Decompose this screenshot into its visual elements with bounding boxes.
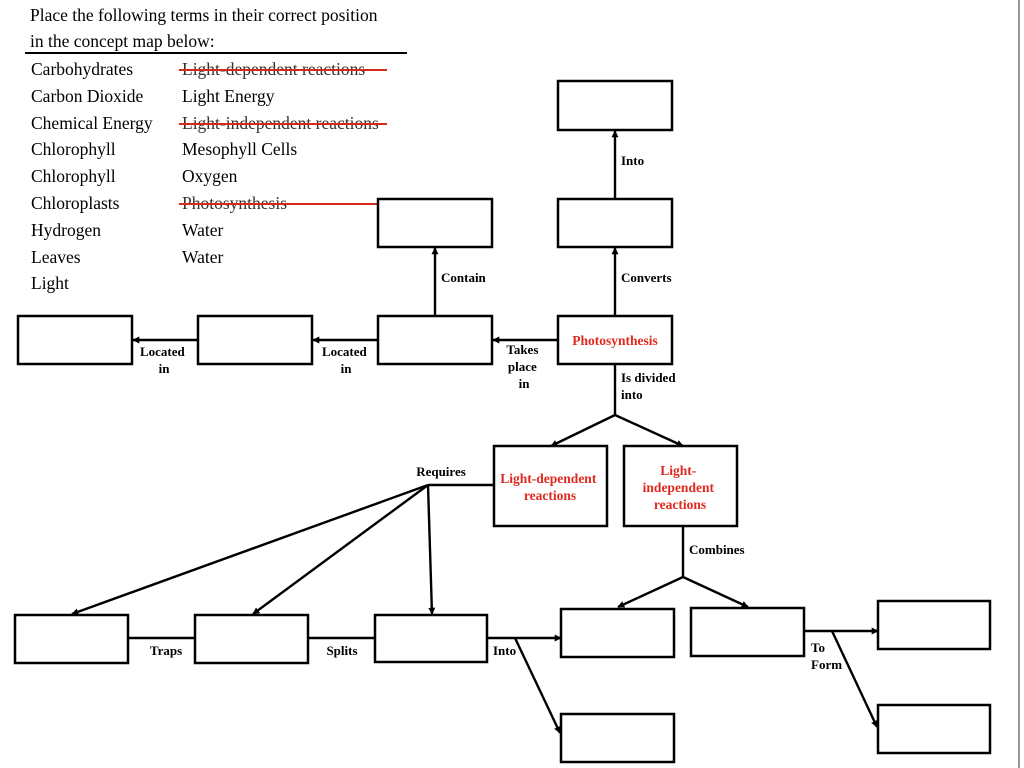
link-label-located-in-1: Located in	[322, 344, 370, 376]
instructions-line-1: Place the following terms in their corre…	[30, 5, 378, 25]
link-label-located-in-2: Located in	[140, 344, 188, 376]
concept-box-into-1[interactable]	[559, 607, 676, 659]
term-label: Carbohydrates	[31, 59, 134, 79]
term-item[interactable]: Light-dependent reactions	[179, 56, 387, 83]
link-label-combines: Combines	[689, 542, 745, 557]
arrow-to-light-dependent	[550, 413, 616, 448]
concept-box-photosynthesis	[556, 314, 674, 366]
term-item[interactable]: Chlorophyll	[31, 136, 153, 163]
concept-box-into-2[interactable]	[559, 712, 676, 764]
term-label: Chlorophyll	[31, 166, 116, 187]
arrow-combines-2	[682, 575, 749, 609]
instructions-underline	[25, 52, 407, 54]
term-label: Light	[31, 273, 69, 294]
concept-box-located-2-target[interactable]	[16, 314, 134, 366]
link-label-contain: Contain	[441, 270, 487, 285]
term-label: Chloroplasts	[31, 192, 120, 213]
concept-box-bottom-3[interactable]	[373, 613, 489, 664]
arrow-to-light-independent	[614, 413, 684, 448]
link-label-requires: Requires	[416, 464, 466, 479]
arrow-to-form-2	[830, 630, 879, 728]
term-label: Hydrogen	[31, 219, 101, 240]
link-label-to-form: To Form	[811, 640, 842, 672]
concept-box-light-independent	[622, 444, 739, 528]
term-item[interactable]: Light Energy	[182, 83, 379, 110]
link-label-into-bottom: Into	[493, 643, 516, 658]
concept-box-light-dependent	[492, 444, 609, 528]
concept-box-contain-target[interactable]	[376, 197, 494, 249]
term-label: Leaves	[31, 246, 81, 267]
concept-box-located-1-target[interactable]	[196, 314, 314, 366]
concept-box-top[interactable]	[556, 79, 674, 132]
term-label: Oxygen	[182, 166, 238, 187]
link-label-is-divided-into: Is divided into	[621, 370, 679, 402]
link-label-traps: Traps	[150, 643, 182, 658]
page-edge-divider	[1018, 0, 1020, 768]
arrow-requires-2	[252, 484, 429, 615]
arrow-requires-1	[71, 483, 429, 616]
term-item[interactable]: Carbon Dioxide	[31, 83, 153, 110]
instructions-line-2: in the concept map below:	[30, 31, 215, 51]
term-item[interactable]: Oxygen	[182, 163, 379, 190]
link-label-into-top: Into	[621, 153, 644, 168]
term-item[interactable]: Light-independent reactions	[179, 110, 387, 137]
connectors	[71, 130, 879, 734]
link-label-splits: Splits	[326, 643, 357, 658]
term-label: Chemical Energy	[31, 112, 153, 133]
term-label: Mesophyll Cells	[182, 139, 298, 160]
term-item[interactable]: Photosynthesis	[179, 190, 387, 217]
concept-box-bottom-2[interactable]	[193, 613, 310, 665]
concept-box-converts-target[interactable]	[556, 197, 674, 249]
arrow-into-bottom-2	[513, 637, 562, 734]
term-item[interactable]: Light	[31, 270, 153, 297]
concept-box-bottom-1[interactable]	[13, 613, 130, 665]
arrow-combines-1	[617, 575, 684, 609]
concept-box-to-form-2[interactable]	[876, 703, 992, 755]
term-item[interactable]: Water	[182, 217, 379, 244]
term-item[interactable]: Hydrogen	[31, 217, 153, 244]
concept-box-to-form-1[interactable]	[876, 599, 992, 651]
term-label: Light Energy	[182, 85, 275, 106]
term-item[interactable]: Leaves	[31, 244, 153, 271]
concept-boxes	[13, 79, 992, 764]
light-independent-label: Light- independent reactions	[643, 463, 718, 512]
term-label: Carbon Dioxide	[31, 85, 144, 106]
light-dependent-label: Light-dependent reactions	[500, 471, 599, 503]
term-label: Water	[182, 219, 224, 240]
arrow-requires-3	[426, 484, 436, 615]
term-item[interactable]: Carbohydrates	[31, 56, 153, 83]
term-label: Water	[182, 246, 224, 267]
term-item[interactable]: Chlorophyll	[31, 163, 153, 190]
term-item[interactable]: Chloroplasts	[31, 190, 153, 217]
instructions: Place the following terms in their corre…	[30, 2, 377, 54]
photosynthesis-label: Photosynthesis	[572, 333, 658, 348]
link-label-takes-place-in: Takes place in	[506, 342, 541, 391]
concept-box-combines-2[interactable]	[689, 606, 806, 658]
term-item[interactable]: Water	[182, 244, 379, 271]
concept-box-takes-place-target[interactable]	[376, 314, 494, 366]
term-label: Chlorophyll	[31, 139, 116, 160]
term-item[interactable]: Chemical Energy	[31, 110, 153, 137]
term-item[interactable]: Mesophyll Cells	[182, 136, 379, 163]
link-label-converts: Converts	[621, 270, 672, 285]
